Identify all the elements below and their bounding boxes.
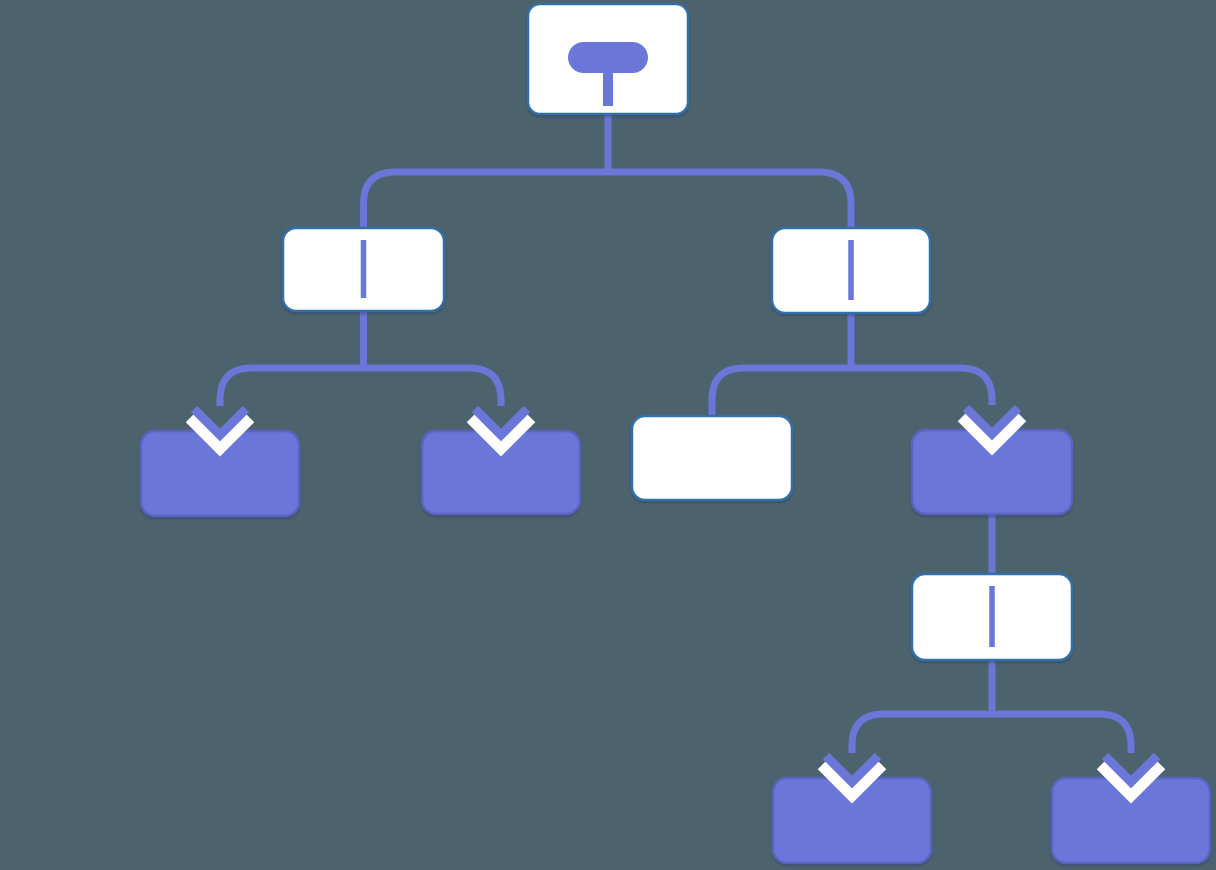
edge-bottom-rail (848, 710, 1135, 753)
edge-root-rail (360, 168, 855, 228)
arrowhead-purple-chevron (822, 752, 882, 789)
double-chevron-arrowhead-icon (185, 405, 255, 457)
node-branch-right[interactable] (770, 226, 932, 315)
double-chevron-arrowhead-icon (1096, 752, 1166, 804)
root-pill-stem-icon (603, 72, 613, 106)
arrowhead-purple-chevron (1101, 752, 1161, 789)
arrowhead-white-chevron (957, 412, 1027, 456)
pass-through-line-icon (360, 240, 367, 298)
pass-through-line-icon (848, 240, 854, 300)
arrowhead-white-chevron (817, 760, 887, 804)
edge-right-rail (708, 364, 996, 416)
arrowhead-purple-chevron (471, 405, 531, 442)
node-branch-bottom[interactable] (910, 572, 1074, 662)
arrowhead-white-chevron (185, 413, 255, 457)
node-root[interactable] (526, 2, 690, 116)
arrowhead-white-chevron (1096, 760, 1166, 804)
edge-left-rail (216, 364, 505, 406)
arrowhead-white-chevron (466, 413, 536, 457)
white-node-box (630, 414, 794, 502)
node-plain-node[interactable] (630, 414, 794, 502)
node-branch-left[interactable] (281, 226, 446, 313)
arrowhead-purple-chevron (962, 404, 1022, 441)
root-pill-icon (568, 42, 648, 73)
pass-through-line-icon (989, 586, 995, 647)
double-chevron-arrowhead-icon (817, 752, 887, 804)
double-chevron-arrowhead-icon (466, 405, 536, 457)
double-chevron-arrowhead-icon (957, 404, 1027, 456)
arrowhead-purple-chevron (190, 405, 250, 442)
